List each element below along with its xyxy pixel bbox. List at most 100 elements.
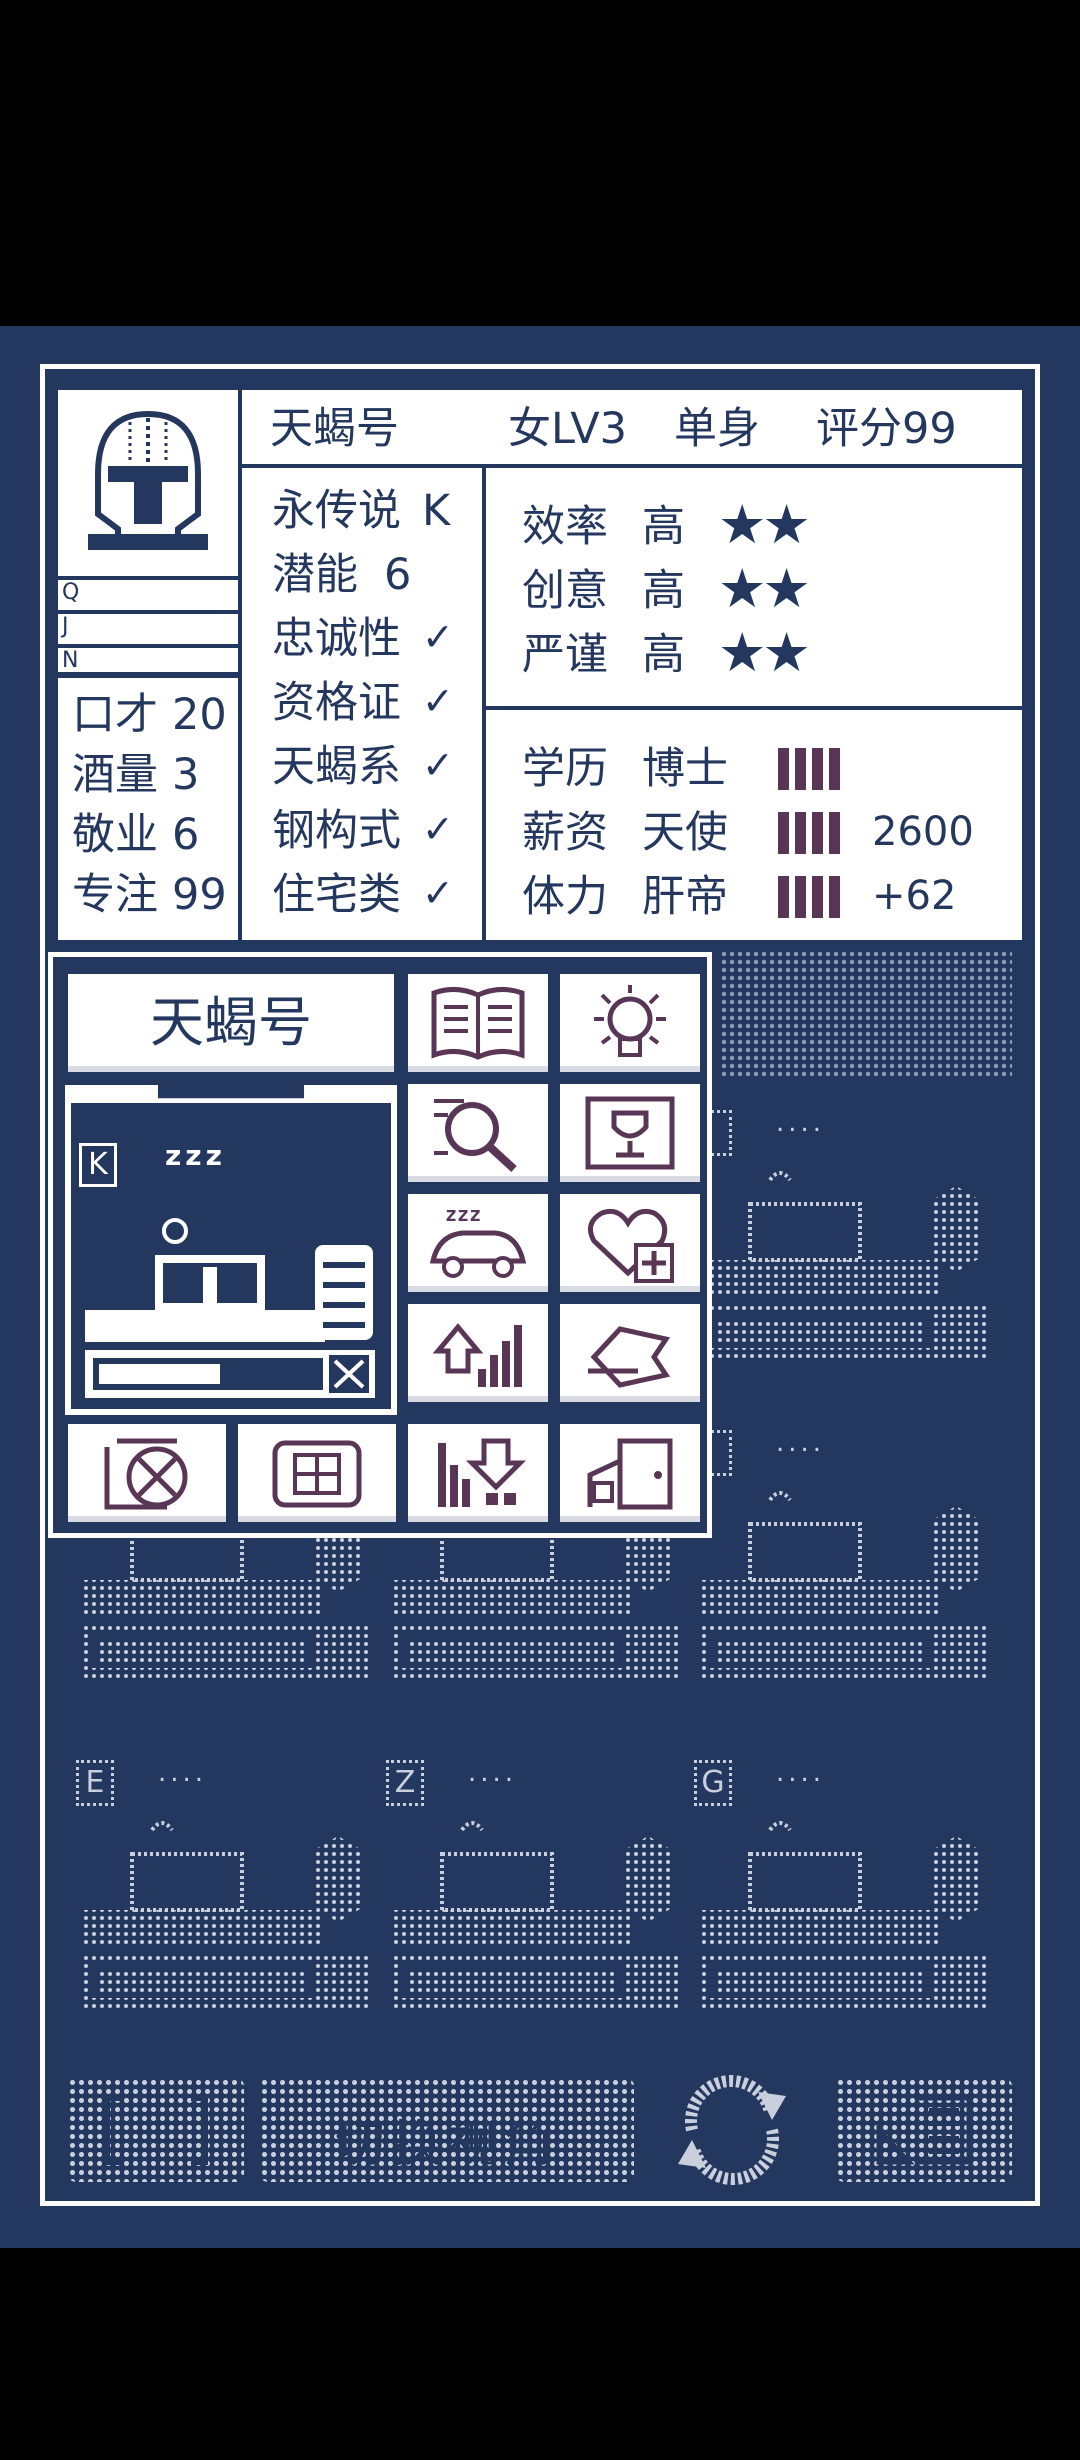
frame-button[interactable] xyxy=(68,2078,244,2182)
employee-name: 天蝎号 xyxy=(270,404,399,454)
trait-label: 潜能 xyxy=(272,550,358,600)
heart-plus-icon xyxy=(587,1208,674,1283)
star-icon: ★ xyxy=(718,493,767,556)
bulb-icon xyxy=(594,985,666,1057)
star-icon: ★ xyxy=(762,557,811,620)
care-button[interactable] xyxy=(557,1191,703,1295)
calendar-box-icon xyxy=(272,1440,362,1508)
workstation-tag: .... xyxy=(776,1428,826,1458)
stat-value: 99 xyxy=(172,870,227,920)
demote-button[interactable] xyxy=(405,1421,551,1525)
popup-name: 天蝎号 xyxy=(150,991,312,1054)
leave-button[interactable] xyxy=(557,1421,703,1525)
schedule-button[interactable] xyxy=(235,1421,399,1525)
star-icon: ★ xyxy=(762,493,811,556)
workstation-badge: E xyxy=(76,1760,114,1806)
attribute-bars xyxy=(778,876,846,922)
study-button[interactable] xyxy=(405,971,551,1075)
ability-level: 高 xyxy=(642,630,685,680)
star-icon: ★ xyxy=(762,621,811,684)
dismiss-button[interactable] xyxy=(65,1421,229,1525)
trait-label: 住宅类 xyxy=(272,870,401,920)
empty-desk-icon xyxy=(392,1821,682,2008)
ability-stars: ★★ xyxy=(718,493,811,556)
empty-desk-icon xyxy=(82,1821,372,2008)
side-letter-q: Q xyxy=(62,580,80,605)
empty-desk-icon xyxy=(700,1171,990,1358)
refresh-icon xyxy=(678,2075,786,2185)
idea-button[interactable] xyxy=(557,971,703,1075)
ruler-icon xyxy=(876,2095,972,2165)
cancel-layers-icon xyxy=(104,1438,188,1510)
workstation-badge: G xyxy=(694,1760,732,1806)
score-label: 评分 xyxy=(816,404,902,454)
stats-left-panel: 口才 20 酒量 3 敬业 6 专注 99 xyxy=(54,674,242,944)
workstation-slot[interactable]: .... xyxy=(694,1428,990,1720)
workstation-slot[interactable]: .... xyxy=(694,1108,990,1400)
ability-stars: ★★ xyxy=(718,557,811,620)
workstation-slot[interactable]: Z.... xyxy=(386,1758,682,2050)
star-icon: ★ xyxy=(718,557,767,620)
svg-text:zzz: zzz xyxy=(445,1202,481,1226)
attribute-bars xyxy=(778,748,846,794)
workstation-badge: Z xyxy=(386,1760,424,1806)
stat-label: 敬业 xyxy=(72,810,158,860)
empty-desk-icon xyxy=(82,1491,372,1678)
desk-preview: K zzz xyxy=(65,1085,397,1415)
stat-label: 专注 xyxy=(72,870,158,920)
trophy-icon xyxy=(585,1096,675,1170)
work-progress-fill xyxy=(99,1364,220,1384)
frame-icon xyxy=(104,2095,208,2165)
attribute-value: 博士 xyxy=(642,744,728,794)
sleep-car-icon: zzz xyxy=(429,1202,527,1278)
ability-level: 高 xyxy=(642,566,685,616)
side-letter-j: J xyxy=(62,614,69,639)
slack-button[interactable] xyxy=(557,1301,703,1405)
workstation-tag: .... xyxy=(776,1108,826,1138)
empty-desk-icon xyxy=(700,1821,990,2008)
trait-label: 忠诚性 xyxy=(272,614,401,664)
workstation-slot[interactable]: G.... xyxy=(694,1758,990,2050)
chart-down-icon xyxy=(438,1438,527,1507)
reward-button[interactable] xyxy=(557,1081,703,1185)
stat-label: 口才 xyxy=(72,690,158,740)
promote-button[interactable] xyxy=(405,1301,551,1405)
trait-value: 6 xyxy=(384,550,412,600)
switch-view-button[interactable]: 切换视角 xyxy=(260,2078,634,2182)
profile-header: 天蝎号 女LV3 单身 评分 99 xyxy=(238,386,1026,468)
trait-label: 资格证 xyxy=(272,678,401,728)
attribute-bars xyxy=(778,812,846,858)
inspect-button[interactable] xyxy=(405,1081,551,1185)
fish-icon xyxy=(588,1326,671,1388)
sleep-indicator: zzz xyxy=(165,1139,226,1172)
employee-badge: K xyxy=(79,1143,117,1187)
door-icon xyxy=(587,1438,673,1510)
ability-label: 严谨 xyxy=(522,630,608,680)
refresh-button[interactable] xyxy=(662,2074,802,2186)
rest-button[interactable]: zzz xyxy=(405,1191,551,1295)
workstation-slot[interactable]: .... xyxy=(76,1428,372,1720)
empty-desk-icon xyxy=(700,1491,990,1678)
floor-header-strip xyxy=(720,950,1012,1078)
workstation-tag: .... xyxy=(776,1758,826,1788)
trait-label: 永传说 xyxy=(272,486,401,536)
traits-panel: 永传说 K 潜能 6 忠诚性 ✓ 资格证 ✓ 天蝎系 ✓ 钢构式 ✓ 住宅类 ✓ xyxy=(238,464,486,944)
helmet-avatar-icon xyxy=(88,410,208,550)
workstation-slot[interactable]: E.... xyxy=(76,1758,372,2050)
ability-label: 效率 xyxy=(522,502,608,552)
stat-value: 6 xyxy=(172,810,200,860)
score-value: 99 xyxy=(902,404,957,454)
trait-label: 天蝎系 xyxy=(272,742,401,792)
attribute-label: 学历 xyxy=(522,744,608,794)
stat-value: 3 xyxy=(172,750,200,800)
sleeping-desk-icon xyxy=(85,1218,375,1398)
stat-value: 20 xyxy=(172,690,227,740)
book-icon xyxy=(431,987,525,1060)
salary-value: 2600 xyxy=(872,809,974,855)
traits-list: 永传说 K 潜能 6 忠诚性 ✓ 资格证 ✓ 天蝎系 ✓ 钢构式 ✓ 住宅类 ✓ xyxy=(272,490,482,938)
popup-name-button[interactable]: 天蝎号 xyxy=(65,971,397,1075)
ruler-button[interactable] xyxy=(836,2078,1012,2182)
ability-stars: ★★ xyxy=(718,621,811,684)
attribute-label: 薪资 xyxy=(522,808,608,858)
attribute-value: 天使 xyxy=(642,808,728,858)
